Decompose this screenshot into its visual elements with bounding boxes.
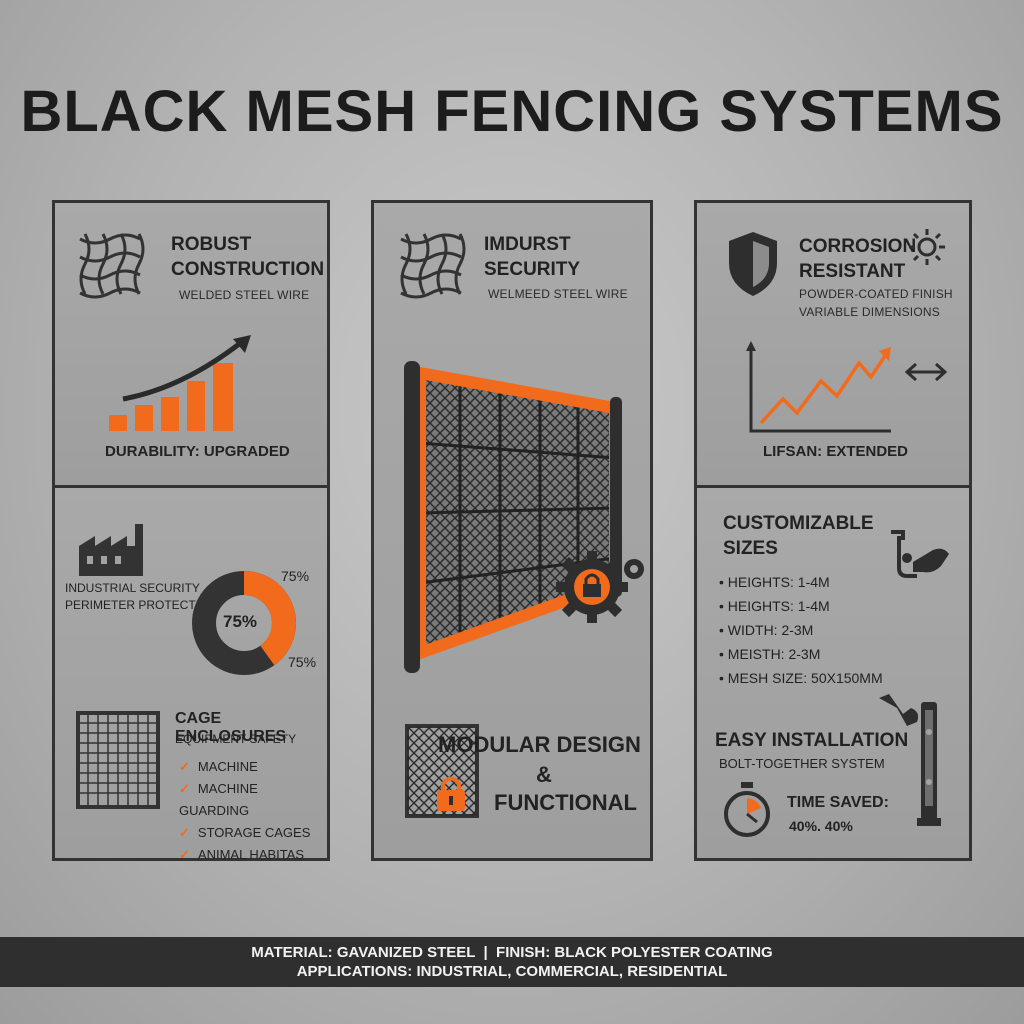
- post-bolt-icon: [879, 694, 941, 826]
- easy-installation-heading: EASY INSTALLATION: [715, 730, 909, 751]
- mesh-icon: [79, 233, 145, 299]
- check-icon: ✓: [179, 847, 190, 862]
- fence-gate-icon: [404, 361, 622, 673]
- customizable-heading-1: CUSTOMIZABLE: [723, 513, 874, 534]
- size-list: • HEIGHTS: 1-4M • HEIGHTS: 1-4M • WIDTH:…: [719, 570, 883, 690]
- bolt-together-subtitle: BOLT-TOGETHER SYSTEM: [719, 756, 885, 771]
- durability-label: DURABILITY: UPGRADED: [105, 443, 290, 460]
- time-saved-label: TIME SAVED:: [787, 794, 889, 811]
- stopwatch-icon: [724, 782, 770, 837]
- gear-lock-icon: [556, 551, 644, 623]
- cage-icon: [76, 711, 160, 809]
- modular-line-3: FUNCTIONAL: [494, 790, 637, 815]
- page-title: BLACK MESH FENCING SYSTEMS: [20, 79, 1004, 144]
- check-icon: ✓: [179, 759, 190, 774]
- corrosion-heading-2: RESISTANT: [799, 261, 906, 282]
- footer-line-1: MATERIAL: GAVANIZED STEEL | FINISH: BLAC…: [251, 944, 773, 961]
- donut-top-label: 75%: [281, 568, 310, 584]
- line-chart-icon: [746, 341, 891, 433]
- factory-icon: [79, 524, 143, 576]
- security-heading-1: IMDURST: [484, 234, 571, 255]
- modular-line-2: &: [536, 762, 552, 787]
- double-arrow-icon: [904, 362, 948, 382]
- footer-line-2: APPLICATIONS: INDUSTRIAL, COMMERCIAL, RE…: [296, 963, 728, 980]
- perimeter-protection-text: PERIMETER PROTECTION: [65, 598, 218, 612]
- mesh-icon: [400, 233, 466, 299]
- panel-industrial-security: INDUSTRIAL SECURITY PERIMETER PROTECTION…: [52, 485, 330, 862]
- modular-line-1: MODULAR DESIGN: [438, 732, 641, 757]
- powder-coated-text: POWDER-COATED FINISH: [799, 287, 953, 301]
- donut-center-label: 75%: [223, 612, 258, 631]
- list-item: ✓ANIMAL HABITAS: [179, 847, 305, 862]
- robust-heading-1: ROBUST: [171, 234, 252, 255]
- robust-heading-2: CONSTRUCTION: [171, 259, 325, 280]
- list-item: ✓MACHINE: [179, 759, 258, 774]
- list-item: • HEIGHTS: 1-4M: [719, 574, 830, 590]
- corrosion-heading-1: CORROSION: [799, 236, 917, 257]
- security-subtitle: WELMEED STEEL WIRE: [488, 287, 628, 301]
- lifespan-label: LIFSAN: EXTENDED: [763, 443, 909, 460]
- equipment-safety-subtitle: EQUIPMENT SAFETY: [175, 732, 297, 746]
- check-icon: ✓: [179, 781, 190, 796]
- sun-icon: [909, 229, 945, 265]
- list-item: • MEISTH: 2-3M: [719, 646, 821, 662]
- list-item: • HEIGHTS: 1-4M: [719, 598, 830, 614]
- check-icon: ✓: [179, 825, 190, 840]
- cage-enclosures-heading: CAGE ENCLOSURES: [175, 710, 287, 745]
- wrench-hand-icon: [891, 530, 949, 578]
- cage-uses-list: ✓MACHINE ✓MACHINE GUARDING ✓STORAGE CAGE…: [179, 756, 327, 866]
- panel-security-center: IMDURST SECURITY WELMEED STEEL WIRE: [371, 200, 653, 861]
- list-item: • MESH SIZE: 50X150MM: [719, 670, 883, 686]
- variable-dimensions-text: VARIABLE DIMENSIONS: [799, 305, 940, 319]
- security-heading-2: SECURITY: [484, 259, 581, 280]
- time-saved-value: 40%. 40%: [789, 818, 853, 834]
- industrial-security-text: INDUSTRIAL SECURITY: [65, 581, 200, 595]
- donut-bottom-label: 75%: [288, 654, 317, 670]
- panel-corrosion-resistant: CORROSION RESISTANT POWDER-COATED FINISH…: [694, 200, 972, 488]
- customizable-heading-2: SIZES: [723, 538, 778, 559]
- list-item: ✓STORAGE CAGES: [179, 825, 311, 840]
- panel-robust-construction: ROBUST CONSTRUCTION WELDED STEEL WIRE DU…: [52, 200, 330, 488]
- robust-subtitle: WELDED STEEL WIRE: [179, 288, 310, 302]
- footer-bar: MATERIAL: GAVANIZED STEEL | FINISH: BLAC…: [0, 937, 1024, 987]
- list-item: ✓MACHINE GUARDING: [179, 781, 258, 818]
- list-item: • WIDTH: 2-3M: [719, 622, 814, 638]
- donut-chart-icon: [192, 571, 296, 675]
- padlock-icon: [437, 776, 465, 811]
- panel-customizable-sizes: CUSTOMIZABLE SIZES • HEIGHTS: 1-4M • HEI…: [694, 485, 972, 861]
- shield-icon: [729, 232, 777, 296]
- bar-chart-icon: [109, 335, 251, 431]
